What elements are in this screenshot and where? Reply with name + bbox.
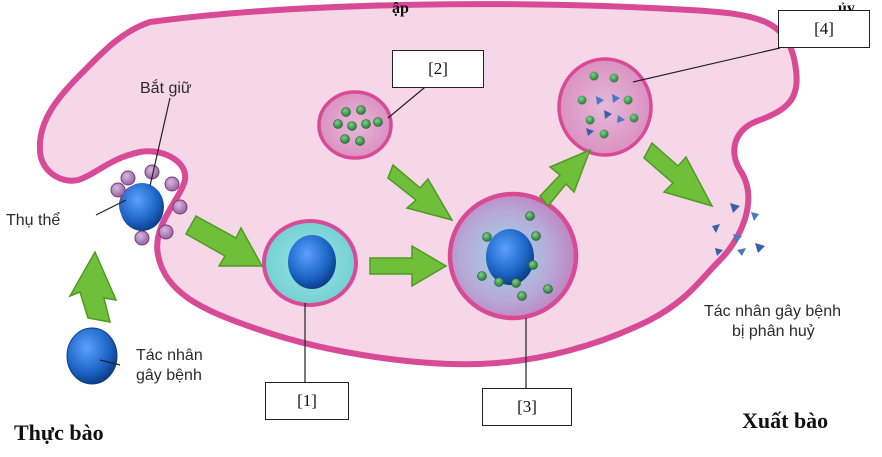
label-degraded-line1: Tác nhân gây bệnh bbox=[704, 302, 841, 322]
caption-fragment: ập bbox=[392, 0, 409, 18]
heading-phagocytosis: Thực bào bbox=[14, 420, 104, 446]
label-receptor: Thụ thể bbox=[6, 212, 60, 230]
label-degraded-line2: bị phân huỷ bbox=[704, 322, 841, 342]
label-pathogen: Tác nhân gây bệnh bbox=[136, 346, 203, 386]
arrow-entry bbox=[70, 252, 116, 322]
label-pathogen-line1: Tác nhân bbox=[136, 346, 203, 366]
vesicle-1-pathogen bbox=[288, 235, 336, 289]
label-capture: Bắt giữ bbox=[140, 80, 192, 98]
pathogen bbox=[67, 328, 117, 384]
vesicle-3-pathogen bbox=[486, 229, 534, 285]
box-4: [4] bbox=[778, 10, 870, 48]
heading-exocytosis: Xuất bào bbox=[742, 408, 828, 434]
box-2: [2] bbox=[392, 50, 484, 88]
box-1: [1] bbox=[265, 382, 349, 420]
box-3: [3] bbox=[482, 388, 572, 426]
vesicle-4 bbox=[559, 59, 651, 155]
label-pathogen-line2: gây bệnh bbox=[136, 366, 203, 386]
label-degraded: Tác nhân gây bệnh bị phân huỷ bbox=[704, 302, 841, 342]
